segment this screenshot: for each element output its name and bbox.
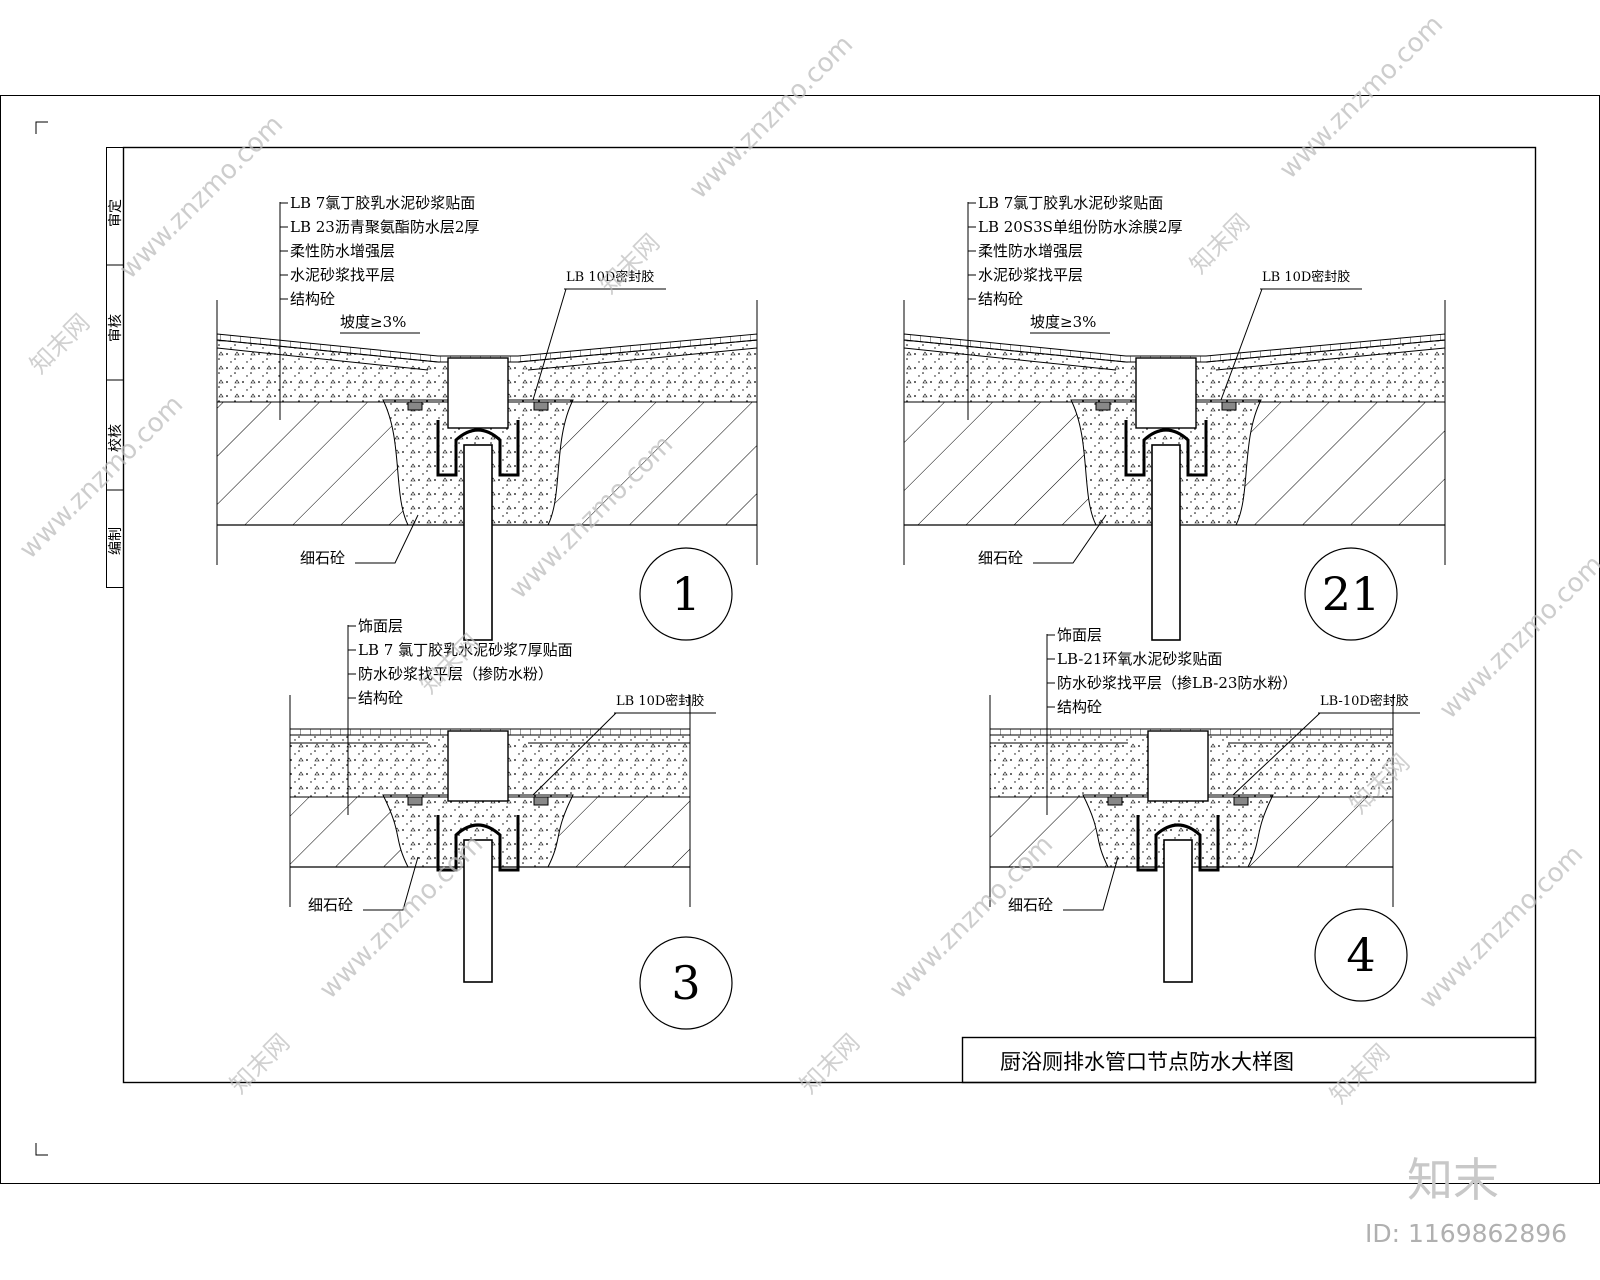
detail-2: LB 7氯丁胶乳水泥砂浆贴面 LB 20S3S单组份防水涂膜2厚柔性防水增强层水泥… xyxy=(903,194,1446,641)
layer-label: LB 7氯丁胶乳水泥砂浆贴面 xyxy=(290,194,475,212)
watermark-brand: 知末网 xyxy=(24,309,95,380)
watermark-brand: 知末网 xyxy=(414,629,485,700)
p-trap xyxy=(436,420,520,477)
sealant-block xyxy=(407,401,423,411)
layer-label: 结构砼 xyxy=(1057,698,1102,716)
watermark-id: ID: 1169862896 xyxy=(1365,1219,1567,1248)
detail-number: 21 xyxy=(1322,567,1381,621)
watermark-brand: 知末网 xyxy=(794,1029,865,1100)
sealant-block xyxy=(1095,401,1111,411)
layer-label: 水泥砂浆找平层 xyxy=(978,266,1083,284)
p-trap xyxy=(1136,815,1220,872)
layer-label: 防水砂浆找平层（掺LB-23防水粉） xyxy=(1057,674,1297,692)
fill-leader xyxy=(1063,856,1119,911)
layer-label: 结构砼 xyxy=(978,290,1023,308)
fill-leader xyxy=(355,514,419,564)
side-label: 审核 xyxy=(108,314,124,342)
sealant-label: LB 10D密封胶 xyxy=(616,693,704,709)
watermark-brand: 知末网 xyxy=(224,1029,295,1100)
sign-strip xyxy=(106,147,124,588)
crop-mark xyxy=(35,1143,48,1156)
drain-pipe xyxy=(463,444,493,641)
detail-number-circle xyxy=(1314,908,1408,1002)
watermark-url: www.znzmo.com xyxy=(1274,10,1449,185)
detail-number: 4 xyxy=(1346,928,1375,982)
fill-label: 细石砼 xyxy=(308,896,353,914)
layer-label: 结构砼 xyxy=(358,689,403,707)
layer-label: 柔性防水增强层 xyxy=(978,242,1083,260)
drain-pipe xyxy=(1151,444,1181,641)
watermark-url: www.znzmo.com xyxy=(114,110,289,285)
layer-label: LB 7氯丁胶乳水泥砂浆贴面 xyxy=(978,194,1163,212)
sealant-block xyxy=(1233,796,1249,806)
sealant-block xyxy=(533,796,549,806)
title-block xyxy=(961,1036,1537,1084)
detail-number: 1 xyxy=(671,567,700,621)
side-label: 审定 xyxy=(108,199,124,227)
sealant-block xyxy=(407,796,423,806)
slope-label: 坡度≥3% xyxy=(1030,313,1096,331)
inner-frame xyxy=(122,146,1537,1084)
watermark-logo: 知末 xyxy=(1407,1153,1499,1207)
sealant-leader xyxy=(1220,288,1362,401)
p-trap xyxy=(1124,420,1208,477)
layer-label: LB 20S3S单组份防水涂膜2厚 xyxy=(978,218,1182,236)
side-label: 校核 xyxy=(107,424,124,452)
detail-number-circle xyxy=(639,547,733,641)
watermark-brand: 知末网 xyxy=(1324,1039,1395,1110)
watermark-url: www.znzmo.com xyxy=(684,30,859,205)
watermark-url: www.znzmo.com xyxy=(14,390,189,565)
drain-body xyxy=(447,357,509,429)
p-trap xyxy=(436,815,520,872)
sealant-block xyxy=(533,401,549,411)
sealant-block xyxy=(1107,796,1123,806)
slope-label: 坡度≥3% xyxy=(340,313,406,331)
drain-body xyxy=(447,730,509,802)
layer-label: LB 7 氯丁胶乳水泥砂浆7厚贴面 xyxy=(358,641,573,659)
sealant-leader xyxy=(532,288,666,401)
layer-label: 水泥砂浆找平层 xyxy=(290,266,395,284)
drain-pipe xyxy=(463,839,493,983)
fine-concrete-texture xyxy=(1083,795,1273,867)
fill-label: 细石砼 xyxy=(978,549,1023,567)
crop-mark xyxy=(35,121,48,134)
sealant-leader xyxy=(532,712,716,796)
watermark-url: www.znzmo.com xyxy=(884,830,1059,1005)
drawing-title: 厨浴厕排水管口节点防水大样图 xyxy=(1000,1050,1294,1074)
layer-label: 饰面层 xyxy=(1057,626,1102,644)
sealant-label: LB 10D密封胶 xyxy=(1262,269,1350,285)
detail-1: LB 7氯丁胶乳水泥砂浆贴面 LB 23沥青聚氨酯防水层2厚柔性防水增强层水泥砂浆… xyxy=(216,194,758,641)
drain-body xyxy=(1135,357,1197,429)
fill-label: 细石砼 xyxy=(1008,896,1053,914)
layer-label: 饰面层 xyxy=(358,617,403,635)
fine-concrete-texture xyxy=(383,795,573,867)
side-label: 编制 xyxy=(108,527,124,555)
watermark-url: www.znzmo.com xyxy=(1434,550,1600,725)
layer-label: LB 23沥青聚氨酯防水层2厚 xyxy=(290,218,479,236)
sealant-leader xyxy=(1232,712,1420,796)
drain-body xyxy=(1147,730,1209,802)
layer-label: 结构砼 xyxy=(290,290,335,308)
layer-label: LB-21环氧水泥砂浆贴面 xyxy=(1057,650,1222,668)
sealant-label: LB-10D密封胶 xyxy=(1320,693,1409,709)
fill-label: 细石砼 xyxy=(300,549,345,567)
waterproof-membrane xyxy=(216,347,758,371)
layer-label: 柔性防水增强层 xyxy=(290,242,395,260)
sealant-block xyxy=(1221,401,1237,411)
fill-leader xyxy=(1033,514,1107,564)
drain-pipe xyxy=(1163,839,1193,983)
watermark-url: www.znzmo.com xyxy=(1414,840,1589,1015)
detail-number: 3 xyxy=(671,956,700,1010)
watermark-brand: 知末网 xyxy=(1184,209,1255,280)
detail-number-circle xyxy=(639,936,733,1030)
fill-leader xyxy=(363,856,419,911)
detail-number-circle xyxy=(1304,547,1398,641)
layer-label: 防水砂浆找平层（掺防水粉） xyxy=(358,665,553,683)
sealant-label: LB 10D密封胶 xyxy=(566,269,654,285)
waterproof-membrane xyxy=(903,347,1446,371)
